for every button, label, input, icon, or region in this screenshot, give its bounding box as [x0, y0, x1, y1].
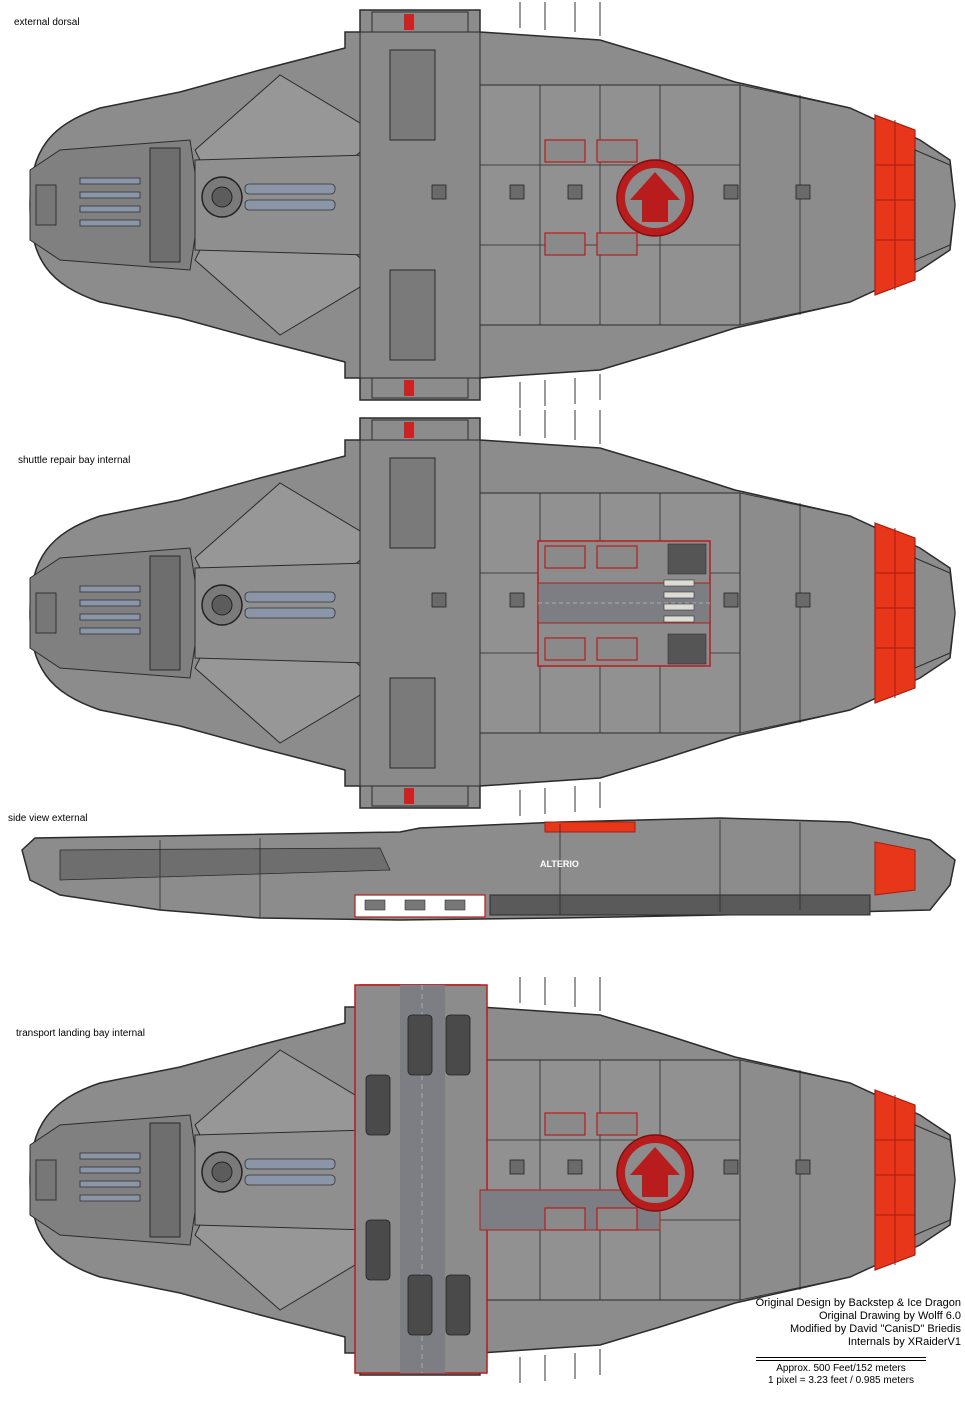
view-label-external-dorsal: external dorsal — [14, 17, 80, 28]
ship-side-view: ALTERIO — [21, 817, 956, 921]
landing-bay — [354, 984, 661, 1374]
ship-name-marking: ALTERIO — [540, 859, 579, 869]
ship-external-dorsal-view — [29, 1, 956, 409]
credit-line: Original Design by Backstep & Ice Dragon — [755, 1297, 961, 1309]
scale-bar — [756, 1357, 926, 1361]
credit-line: Internals by XRaiderV1 — [847, 1336, 961, 1348]
repair-bay — [537, 540, 711, 667]
scale-pixel: 1 pixel = 3.23 feet / 0.985 meters — [768, 1375, 914, 1386]
ship-transport-landing-bay-view — [29, 976, 956, 1384]
credits-block: Original Design by Backstep & Ice Dragon… — [756, 1297, 961, 1349]
credit-line: Modified by David "CanisD" Briedis — [789, 1323, 961, 1335]
view-label-transport-landing-bay: transport landing bay internal — [16, 1028, 145, 1039]
scale-block: Approx. 500 Feet/152 meters 1 pixel = 3.… — [756, 1357, 926, 1387]
scale-length: Approx. 500 Feet/152 meters — [776, 1363, 906, 1374]
view-label-shuttle-repair-bay: shuttle repair bay internal — [18, 455, 131, 466]
battlestar-insignia-icon — [616, 1134, 694, 1212]
view-label-side-view: side view external — [8, 813, 88, 824]
hangar-hatches — [544, 139, 638, 256]
battlestar-insignia-icon — [616, 159, 694, 237]
ship-shuttle-repair-bay-view — [29, 409, 956, 817]
credit-line: Original Drawing by Wolff 6.0 — [818, 1310, 961, 1322]
